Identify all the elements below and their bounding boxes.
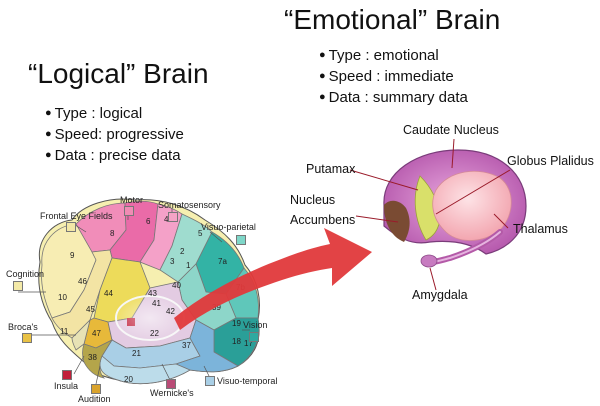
label-frontal-eye-fields: Frontal Eye Fields <box>40 211 113 221</box>
label-somatosensory: Somatosensory <box>158 200 221 210</box>
area-3: 3 <box>170 257 175 266</box>
area-41: 41 <box>152 299 161 308</box>
area-44: 44 <box>104 289 113 298</box>
label-amygdala: Amygdala <box>412 288 468 302</box>
area-5: 5 <box>198 229 203 238</box>
area-4: 4 <box>164 215 169 224</box>
logical-bullets: Type : logical Speed: progressive Data :… <box>45 104 184 167</box>
area-18: 18 <box>232 337 241 346</box>
label-nucleus: Nucleus <box>290 193 336 207</box>
label-putamen: Putamax <box>306 162 356 176</box>
logical-brain-title: “Logical” Brain <box>28 58 209 89</box>
anatomy-leader-lines <box>349 138 511 291</box>
label-thalamus: Thalamus <box>513 222 568 236</box>
area-19: 19 <box>232 319 241 328</box>
area-6: 6 <box>146 217 151 226</box>
emotional-bullet-type: Type : emotional <box>319 46 468 67</box>
area-38: 38 <box>88 353 97 362</box>
swatch-audition <box>91 384 101 394</box>
amygdala-shape <box>420 254 438 268</box>
swatch-insula <box>62 370 72 380</box>
area-20: 20 <box>124 375 133 384</box>
area-7a: 7a <box>218 257 227 266</box>
swatch-vision <box>249 332 259 342</box>
swatch-cognition <box>13 281 23 291</box>
area-21: 21 <box>132 349 141 358</box>
area-22: 22 <box>150 329 159 338</box>
area-47: 47 <box>92 329 101 338</box>
swatch-somatosensory <box>168 212 178 222</box>
label-brocas: Broca's <box>8 322 38 332</box>
swatch-visuo-temporal <box>205 376 215 386</box>
area-2: 2 <box>180 247 185 256</box>
emotional-bullet-data: Data : summary data <box>319 88 468 109</box>
cortex-leader-lines <box>18 208 250 385</box>
area-8: 8 <box>110 229 115 238</box>
emotional-bullets: Type : emotional Speed : immediate Data … <box>319 46 468 109</box>
area-1: 1 <box>186 261 191 270</box>
area-46: 46 <box>78 277 87 286</box>
label-insula: Insula <box>54 381 79 391</box>
area-11: 11 <box>60 327 69 336</box>
area-39: 39 <box>212 303 221 312</box>
logical-bullet-speed: Speed: progressive <box>45 125 184 146</box>
logical-bullet-type: Type : logical <box>45 104 184 125</box>
swatch-motor <box>124 206 134 216</box>
emotional-brain-title: “Emotional” Brain <box>284 4 501 35</box>
area-37: 37 <box>182 341 191 350</box>
brodmann-numbers: 4 6 8 9 46 10 44 45 11 47 38 20 21 22 37… <box>58 215 253 384</box>
connecting-arrow <box>174 228 372 330</box>
logical-bullet-data: Data : precise data <box>45 146 184 167</box>
area-40: 40 <box>172 281 181 290</box>
emotional-bullet-speed: Speed : immediate <box>319 67 468 88</box>
label-wernickes: Wernicke's <box>150 388 194 398</box>
basal-ganglia <box>383 149 527 268</box>
label-motor: Motor <box>120 195 144 205</box>
area-43: 43 <box>148 289 157 298</box>
swatch-frontal-eye-fields <box>66 222 76 232</box>
area-9: 9 <box>70 251 75 260</box>
label-caudate-nucleus: Caudate Nucleus <box>403 123 499 137</box>
label-vision: Vision <box>243 320 268 330</box>
label-visuo-parietal: Visuo-parietal <box>201 222 256 232</box>
label-audition: Audition <box>78 394 111 404</box>
area-17: 17 <box>244 339 253 348</box>
swatch-visuo-parietal <box>236 235 246 245</box>
swatch-wernickes <box>166 379 176 389</box>
area-42: 42 <box>166 307 175 316</box>
label-accumbens: Accumbens <box>290 213 356 227</box>
label-cognition: Cognition <box>6 269 45 279</box>
area-45: 45 <box>86 305 95 314</box>
label-globus-pallidus: Globus Plalidus <box>507 154 594 168</box>
swatch-brocas <box>22 333 32 343</box>
area-10: 10 <box>58 293 67 302</box>
label-visuo-temporal: Visuo-temporal <box>217 376 278 386</box>
